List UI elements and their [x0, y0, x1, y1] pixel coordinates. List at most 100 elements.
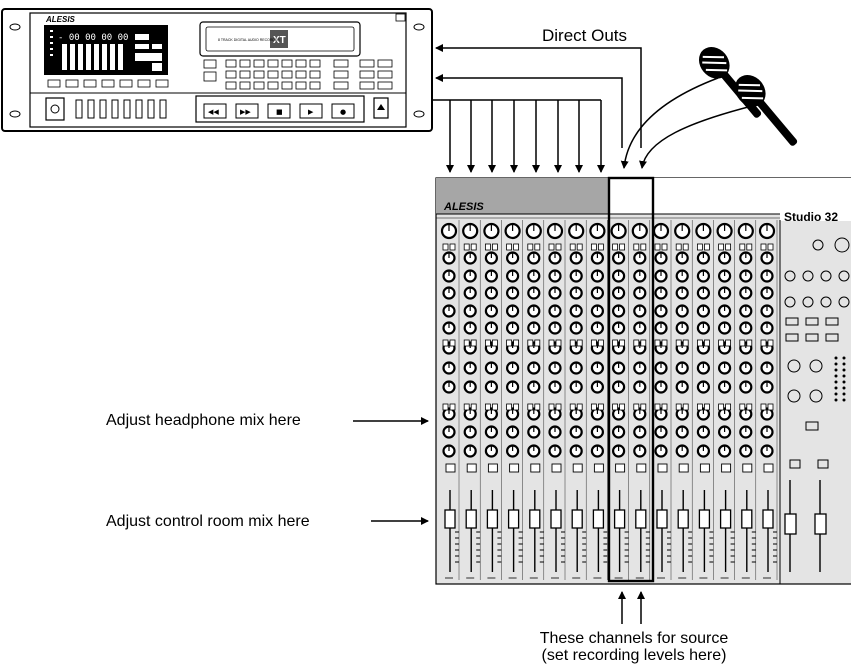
master-fader [784, 513, 797, 535]
channel-switch [760, 243, 767, 251]
channel-switch [725, 339, 731, 347]
channel-switch [697, 339, 703, 347]
svg-text:- 00 00 00 00: - 00 00 00 00 [58, 33, 128, 43]
channel-switch [513, 339, 519, 347]
channel-switch [760, 339, 767, 347]
channel-switch [449, 403, 456, 411]
channel-fader [465, 509, 477, 529]
source-label-line1: These channels for source [539, 630, 729, 647]
rack-screw-hole [9, 110, 21, 118]
channel-fader [635, 509, 647, 529]
channel-fader [571, 509, 583, 529]
mute-button [657, 463, 668, 473]
mixer-brand: ALESIS [443, 201, 484, 213]
svg-text:XT: XT [273, 35, 286, 46]
channel-switch [675, 243, 682, 251]
channel-switch [506, 243, 513, 251]
svg-text:▶▶: ▶▶ [240, 108, 251, 116]
channel-switch [767, 243, 774, 251]
channel-switch [513, 243, 519, 251]
channel-switch [569, 243, 576, 251]
channel-switch [506, 403, 513, 411]
channel-switch [675, 403, 682, 411]
channel-switch [654, 339, 661, 347]
channel-switch [548, 243, 555, 251]
channel-fader [656, 509, 668, 529]
microphone-icon [734, 74, 798, 146]
channel-switch [675, 339, 682, 347]
channel-fader [444, 509, 456, 529]
mute-button [530, 463, 541, 473]
master-section [779, 220, 850, 584]
svg-text:◀◀: ◀◀ [208, 108, 219, 116]
channel-switch [598, 403, 604, 411]
svg-text:●: ● [340, 108, 346, 116]
direct-out-arrow [435, 44, 642, 148]
channel-switch [612, 243, 618, 251]
svg-text:■: ■ [276, 108, 283, 116]
channel-switch [704, 403, 710, 411]
channel-switch [619, 339, 625, 347]
channel-switch [619, 243, 625, 251]
channel-switch [491, 339, 498, 347]
channel-strips [440, 220, 827, 580]
svg-text:▶: ▶ [308, 108, 314, 116]
svg-text:8 TRACK DIGITAL AUDIO RECORDER: 8 TRACK DIGITAL AUDIO RECORDER [218, 38, 280, 42]
channel-switch [449, 339, 456, 347]
channel-switch [463, 403, 470, 411]
mute-button [466, 463, 477, 473]
channel-switch [704, 243, 710, 251]
channel-switch [463, 339, 470, 347]
channel-switch [555, 403, 562, 411]
channel-switch [767, 339, 774, 347]
channel-switch [654, 403, 661, 411]
direct-outs-label: Direct Outs [542, 26, 628, 45]
channel-fader [550, 509, 562, 529]
channel-switch [491, 243, 498, 251]
channel-switch [746, 339, 753, 347]
channel-switch [682, 403, 689, 411]
channel-switch [640, 339, 647, 347]
channel-fader [486, 509, 499, 529]
mic-cable-arrow [639, 105, 753, 169]
mute-button [615, 463, 626, 473]
channel-switch [534, 403, 541, 411]
channel-switch [484, 339, 491, 347]
channel-fader [613, 509, 626, 529]
channel-switch [612, 403, 618, 411]
master-meters [834, 356, 846, 402]
channel-switch [555, 339, 562, 347]
channel-fader [507, 509, 520, 529]
mute-button [763, 463, 774, 473]
mixer-model: Studio 32 [784, 210, 838, 224]
channel-switch [491, 403, 498, 411]
channel-fader [719, 509, 732, 529]
channel-switch [654, 243, 661, 251]
channel-switch [718, 403, 724, 411]
channel-switch [718, 339, 724, 347]
channel-switch [534, 243, 541, 251]
channel-switch [548, 403, 555, 411]
mute-button [509, 463, 520, 473]
source-label-line2: (set recording levels here) [541, 647, 727, 664]
channel-fader [529, 509, 541, 529]
channel-switch [598, 339, 604, 347]
power-button [45, 97, 65, 121]
channel-switch [739, 403, 746, 411]
source-channels-label: These channels for source (set recording… [484, 630, 784, 664]
channel-switch [746, 243, 753, 251]
channel-switch [576, 403, 583, 411]
channel-switch [739, 243, 746, 251]
channel-fader [698, 509, 711, 529]
channel-switch [633, 403, 640, 411]
channel-switch [661, 243, 668, 251]
channel-switch [746, 403, 753, 411]
channel-switch [718, 243, 724, 251]
channel-switch [555, 243, 562, 251]
mute-button [445, 463, 456, 473]
mute-button [742, 463, 753, 473]
channel-switch [591, 243, 597, 251]
channel-switch [527, 403, 534, 411]
xt-logo [270, 30, 288, 48]
